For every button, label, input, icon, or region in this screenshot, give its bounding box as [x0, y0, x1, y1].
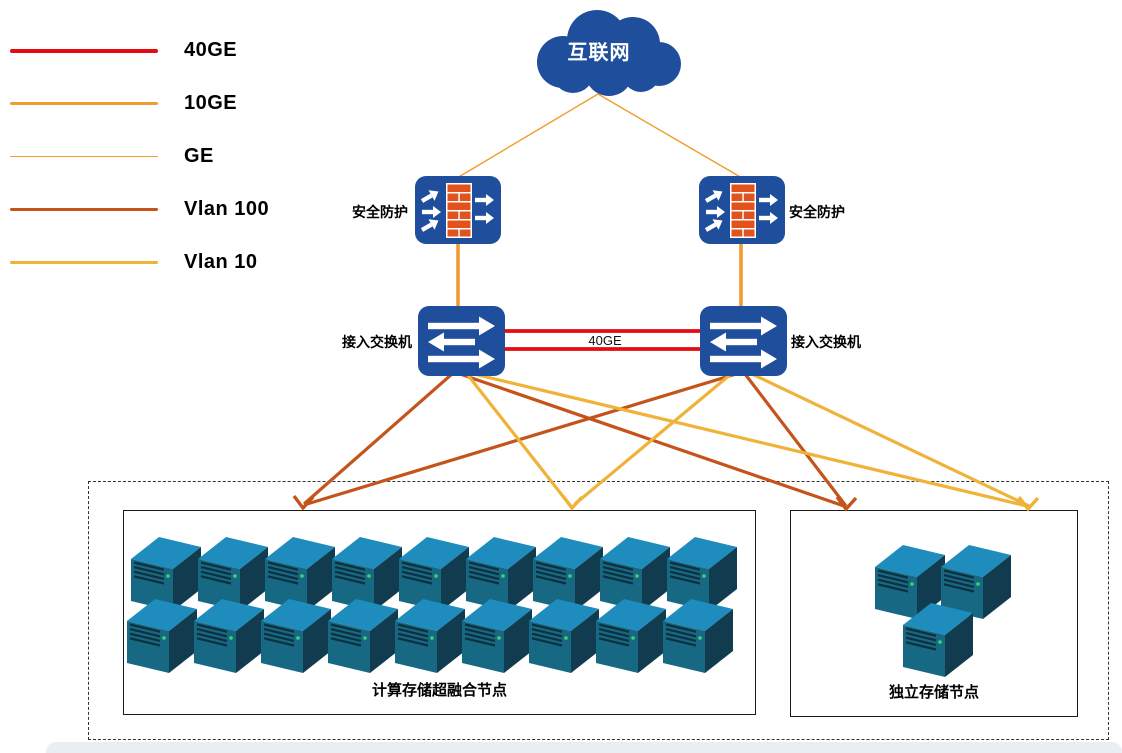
legend-item-ge: GE [10, 130, 310, 183]
legend-line-40ge [10, 48, 158, 53]
legend-line-ge [10, 155, 158, 158]
link-40ge-label: 40GE [588, 333, 622, 348]
link-vlan100-sw2-hyper [306, 372, 737, 506]
firewall-icon-left [415, 176, 501, 244]
link-vlan100-sw2-storage [743, 373, 848, 507]
link-vlan10-sw2-hyper [573, 372, 733, 506]
hyperconverged-server [533, 531, 605, 613]
independent-storage-server [903, 597, 975, 679]
legend-label-10ge: 10GE [184, 92, 238, 114]
link-ge-cloud-firewall-left [456, 93, 599, 179]
server-icon [328, 599, 398, 673]
server-icon [131, 537, 201, 611]
independent-storage-box-label: 独立存储节点 [888, 684, 979, 701]
hyperconverged-server [395, 593, 467, 675]
link-vlan10-sw1-storage [473, 372, 1028, 508]
server-icon [903, 603, 973, 677]
server-icon [941, 545, 1011, 619]
arrowhead-vlan10-hyper [561, 494, 584, 511]
hyperconverged-server [265, 531, 337, 613]
server-icon [533, 537, 603, 611]
link-vlan10-sw2-storage [751, 372, 1030, 508]
legend-line-vlan10 [10, 260, 158, 265]
hyperconverged-server [261, 593, 333, 675]
internet-cloud-label: 互联网 [567, 42, 631, 64]
legend-item-10ge: 10GE [10, 77, 310, 130]
server-icon [399, 537, 469, 611]
legend-line-10ge [10, 101, 158, 106]
hyperconverged-server [600, 531, 672, 613]
brick-wall [730, 183, 756, 238]
hyperconverged-server [198, 531, 270, 613]
hyperconverged-server [529, 593, 601, 675]
legend-line-vlan100 [10, 207, 158, 212]
legend-label-vlan10: Vlan 10 [184, 251, 258, 273]
hyperconverged-server [332, 531, 404, 613]
server-icon [875, 545, 945, 619]
server-icon [462, 599, 532, 673]
hyperconverged-server [127, 593, 199, 675]
hyperconverged-server [328, 593, 400, 675]
independent-storage-server [941, 539, 1013, 621]
hyperconverged-server [466, 531, 538, 613]
server-icon [127, 599, 197, 673]
legend-item-vlan100: Vlan 100 [10, 183, 310, 236]
server-icon [395, 599, 465, 673]
arrowhead-vlan100-hyper [292, 494, 315, 511]
firewall-right-label: 安全防护 [789, 204, 845, 220]
hyperconverged-server [131, 531, 203, 613]
brick-wall [446, 183, 472, 238]
legend-label-ge: GE [184, 145, 214, 167]
arrowhead-vlan100-storage [835, 495, 858, 512]
hyperconverged-server [663, 593, 735, 675]
server-icon [600, 537, 670, 611]
server-icon [667, 537, 737, 611]
hyperconverged-server [462, 593, 534, 675]
server-icon [332, 537, 402, 611]
switch-icon-right [700, 306, 787, 376]
server-icon [466, 537, 536, 611]
link-vlan10-sw1-hyper [465, 373, 571, 505]
switch-left-label: 接入交换机 [342, 334, 412, 350]
hyperconverged-box-label: 计算存储超融合节点 [371, 682, 507, 699]
server-icon [596, 599, 666, 673]
cluster-outer-box [88, 481, 1109, 740]
link-ge-cloud-firewall-right [597, 93, 743, 179]
hyperconverged-server [596, 593, 668, 675]
switch-icon-left [418, 306, 505, 376]
arrowhead-vlan10-storage [1017, 495, 1040, 512]
server-icon [194, 599, 264, 673]
legend-label-40ge: 40GE [184, 39, 238, 61]
internet-cloud-icon [537, 10, 681, 96]
bottom-window-strip [46, 742, 1122, 753]
server-icon [529, 599, 599, 673]
firewall-left-label: 安全防护 [352, 204, 408, 220]
hyperconverged-server [399, 531, 471, 613]
hyperconverged-server [667, 531, 739, 613]
legend: 40GE 10GE GE Vlan 100 Vlan 10 [10, 24, 310, 289]
server-icon [261, 599, 331, 673]
legend-item-40ge: 40GE [10, 24, 310, 77]
switch-right-label: 接入交换机 [791, 334, 861, 350]
server-icon [198, 537, 268, 611]
link-vlan100-sw1-hyper [302, 372, 454, 506]
hyperconverged-server [194, 593, 266, 675]
legend-item-vlan10: Vlan 10 [10, 236, 310, 289]
server-icon [663, 599, 733, 673]
legend-label-vlan100: Vlan 100 [184, 198, 270, 220]
independent-storage-server [875, 539, 947, 621]
firewall-icon-right [699, 176, 785, 244]
server-icon [265, 537, 335, 611]
